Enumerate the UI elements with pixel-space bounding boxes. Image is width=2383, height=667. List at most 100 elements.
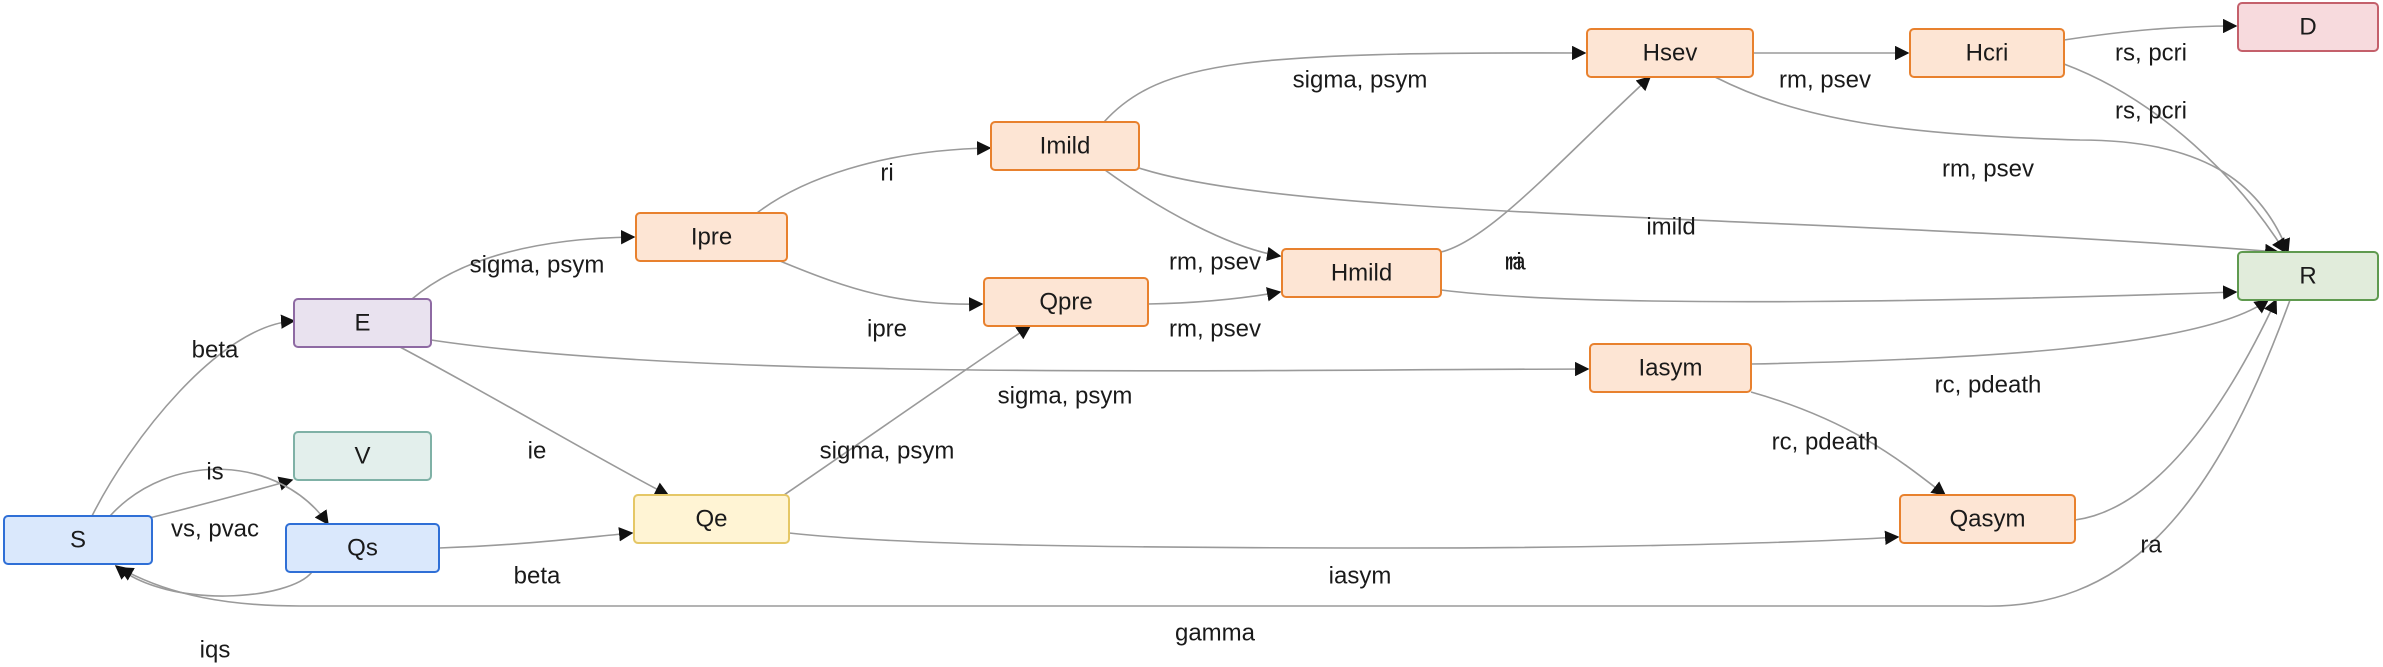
edge-qs-to-qe (438, 527, 634, 549)
node-v[interactable]: V (293, 431, 432, 481)
edge-label-hcri-to-d: rc, pdeath (1935, 371, 2042, 398)
edge-label-e-to-qe: ie (528, 437, 547, 464)
edge-label-qpre-to-hmild: ri (1508, 248, 1521, 275)
node-qs[interactable]: Qs (285, 523, 440, 573)
edge-label-r-to-s: gamma (1175, 619, 1256, 646)
node-box-qs (285, 523, 440, 573)
edge-hcri-to-d (1750, 299, 2270, 365)
edge-label-qasym-to-r: ra (1504, 248, 1526, 275)
edge-label-ipre-to-imild: ri (880, 159, 893, 186)
edge-label-s-to-v: vs, pvac (171, 515, 259, 542)
node-box-hcri (1909, 28, 2065, 78)
node-label-hmild: Hmild (1331, 259, 1392, 286)
edge-label-iasym-to-r: ra (2140, 531, 2162, 558)
edge-label-imild-to-hmild: imild (1646, 213, 1695, 240)
node-box-qe (633, 494, 790, 544)
edge-qs-to-s (114, 565, 313, 597)
edge-label-qs-to-s: iqs (200, 636, 231, 663)
edge-imild-to-r (1147, 287, 1282, 305)
node-qpre[interactable]: Qpre (983, 277, 1149, 327)
edge-r-to-s (118, 299, 2291, 607)
edge-s-to-e (91, 314, 296, 517)
node-label-ipre: Ipre (691, 223, 732, 250)
node-box-imild (990, 121, 1140, 171)
edge-hmild-to-r (1714, 76, 2291, 254)
node-label-hcri: Hcri (1966, 39, 2009, 66)
node-box-hsev (1586, 28, 1754, 78)
node-label-qs: Qs (347, 534, 378, 561)
edge-s-to-v (141, 476, 294, 521)
node-hsev[interactable]: Hsev (1586, 28, 1754, 78)
node-label-s: S (70, 526, 86, 553)
node-box-s (3, 515, 153, 565)
edge-label-imild-to-r: rm, psev (1169, 315, 1261, 342)
edge-imild-to-hsev (1104, 169, 1282, 262)
node-label-hsev: Hsev (1643, 39, 1698, 66)
edge-iasym-to-qasym (788, 530, 1900, 549)
edge-label-imild-to-hsev: rm, psev (1169, 248, 1261, 275)
node-label-v: V (354, 442, 370, 469)
edge-qe-to-qpre (783, 325, 1032, 496)
edge-qasym-to-r (1440, 285, 2238, 303)
edge-hcri-to-r (1750, 391, 1947, 496)
edge-label-qe-to-qasym: sigma, psym (1293, 66, 1428, 93)
node-label-d: D (2299, 13, 2316, 40)
edge-s-to-qs (109, 468, 329, 526)
node-imild[interactable]: Imild (990, 121, 1140, 171)
edge-label-hsev-to-hcri: rs, pcri (2115, 39, 2187, 66)
edge-ipre-to-qpre (779, 260, 984, 312)
node-iasym[interactable]: Iasym (1589, 343, 1752, 393)
edge-label-qs-to-qe: beta (514, 562, 561, 589)
edge-label-hsev-to-r: rs, pcri (2115, 97, 2187, 124)
node-s[interactable]: S (3, 515, 153, 565)
edge-qe-to-qasym (1103, 45, 1587, 123)
node-label-qpre: Qpre (1039, 288, 1092, 315)
node-label-e: E (354, 309, 370, 336)
node-box-v (293, 431, 432, 481)
node-hmild[interactable]: Hmild (1281, 248, 1442, 298)
node-d[interactable]: D (2237, 2, 2379, 52)
node-e[interactable]: E (293, 298, 432, 348)
edge-label-s-to-qs: is (206, 458, 223, 485)
node-label-r: R (2299, 262, 2316, 289)
node-box-r (2237, 251, 2379, 301)
node-hcri[interactable]: Hcri (1909, 28, 2065, 78)
edge-label-hmild-to-hsev: rm, psev (1779, 66, 1871, 93)
node-qe[interactable]: Qe (633, 494, 790, 544)
edges-layer (91, 18, 2291, 607)
edge-e-to-ipre (411, 229, 636, 300)
edge-imild-to-hmild (1138, 167, 2280, 259)
edge-label-qe-to-qpre: sigma, psym (820, 437, 955, 464)
node-box-qasym (1899, 494, 2076, 544)
edge-label-s-to-e: beta (192, 336, 239, 363)
edge-label-iasym-to-qasym: iasym (1329, 562, 1392, 589)
node-label-qe: Qe (695, 505, 727, 532)
node-box-hmild (1281, 248, 1442, 298)
edge-label-hcri-to-r: rc, pdeath (1772, 428, 1879, 455)
node-ipre[interactable]: Ipre (635, 212, 788, 262)
node-label-imild: Imild (1040, 132, 1091, 159)
edge-qpre-to-hmild (1440, 76, 1652, 253)
edge-label-hmild-to-r: rm, psev (1942, 155, 2034, 182)
edge-ipre-to-imild (756, 141, 992, 214)
edge-e-to-qe (399, 346, 670, 496)
edge-label-ipre-to-qpre: ipre (867, 315, 907, 342)
node-box-d (2237, 2, 2379, 52)
edge-labels-layer: beta vs, pvac is iqs beta gamma sigma, psym ie s… (171, 39, 2187, 663)
node-qasym[interactable]: Qasym (1899, 494, 2076, 544)
node-box-e (293, 298, 432, 348)
edge-label-e-to-iasym: sigma, psym (998, 382, 1133, 409)
edge-iasym-to-r (2074, 298, 2278, 521)
node-label-iasym: Iasym (1638, 354, 1702, 381)
node-box-iasym (1589, 343, 1752, 393)
node-box-qpre (983, 277, 1149, 327)
node-r[interactable]: R (2237, 251, 2379, 301)
node-box-ipre (635, 212, 788, 262)
node-label-qasym: Qasym (1949, 505, 2025, 532)
edge-e-to-iasym (430, 339, 1590, 377)
edge-hsev-to-hcri (2063, 18, 2238, 41)
edge-hsev-to-r (2063, 63, 2286, 254)
edge-label-e-to-ipre: sigma, psym (470, 251, 605, 278)
